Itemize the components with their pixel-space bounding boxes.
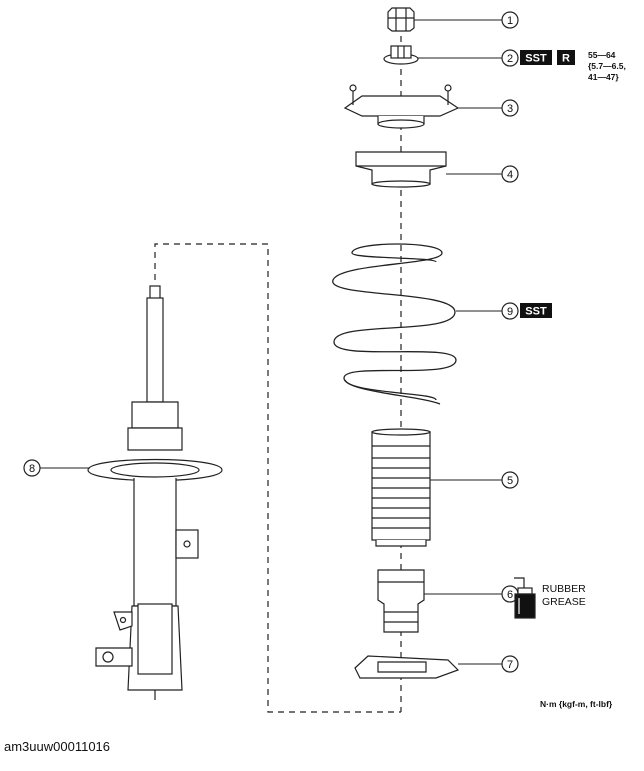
sst-badge-9: SST	[525, 306, 547, 318]
torque-line-3: 41—47}	[588, 72, 619, 82]
callout-9: 9	[507, 306, 513, 318]
callout-7: 7	[507, 659, 513, 671]
r-badge: R	[562, 53, 570, 65]
image-code: am3uuw00011016	[4, 739, 111, 754]
r-badge-bg	[557, 50, 575, 65]
lower-spring-seat-part	[354, 655, 460, 679]
callout-1: 1	[507, 15, 513, 27]
coil-spring-part	[332, 243, 457, 405]
callout-8: 8	[29, 463, 35, 475]
leader-lines	[40, 19, 502, 665]
torque-line-2: {5.7—6.5,	[588, 61, 626, 71]
shock-absorber-part	[87, 285, 223, 700]
shock-absorber-transfer-path	[154, 243, 401, 713]
callout-5: 5	[507, 475, 513, 487]
callout-4: 4	[507, 169, 513, 181]
callout-6: 6	[507, 589, 513, 601]
sst-badge-2: SST	[525, 53, 547, 65]
sst-badge-9-bg	[520, 303, 552, 318]
callout-circles	[23, 11, 519, 673]
strut-mount-part	[343, 84, 460, 129]
grease-tube-icon	[514, 577, 536, 619]
grease-label-line-2: GREASE	[542, 596, 586, 608]
exploded-strut-diagram: 1 2 3 4 5 6 7 8 9 SST R SST 55—64 {5.7—6…	[23, 7, 626, 713]
callout-3: 3	[507, 103, 513, 115]
torque-line-1: 55—64	[588, 50, 616, 60]
grease-label-line-1: RUBBER	[542, 583, 586, 595]
unit-note: N·m {kgf-m, ft-lbf}	[540, 699, 613, 709]
sst-badge-2-bg	[520, 50, 552, 65]
lock-nut-part	[387, 7, 415, 32]
callout-2: 2	[507, 53, 513, 65]
dust-boot-part	[371, 428, 431, 547]
bound-stopper-part	[377, 569, 425, 633]
upper-spring-seat-part	[355, 151, 447, 188]
mount-nut-part	[383, 45, 419, 65]
